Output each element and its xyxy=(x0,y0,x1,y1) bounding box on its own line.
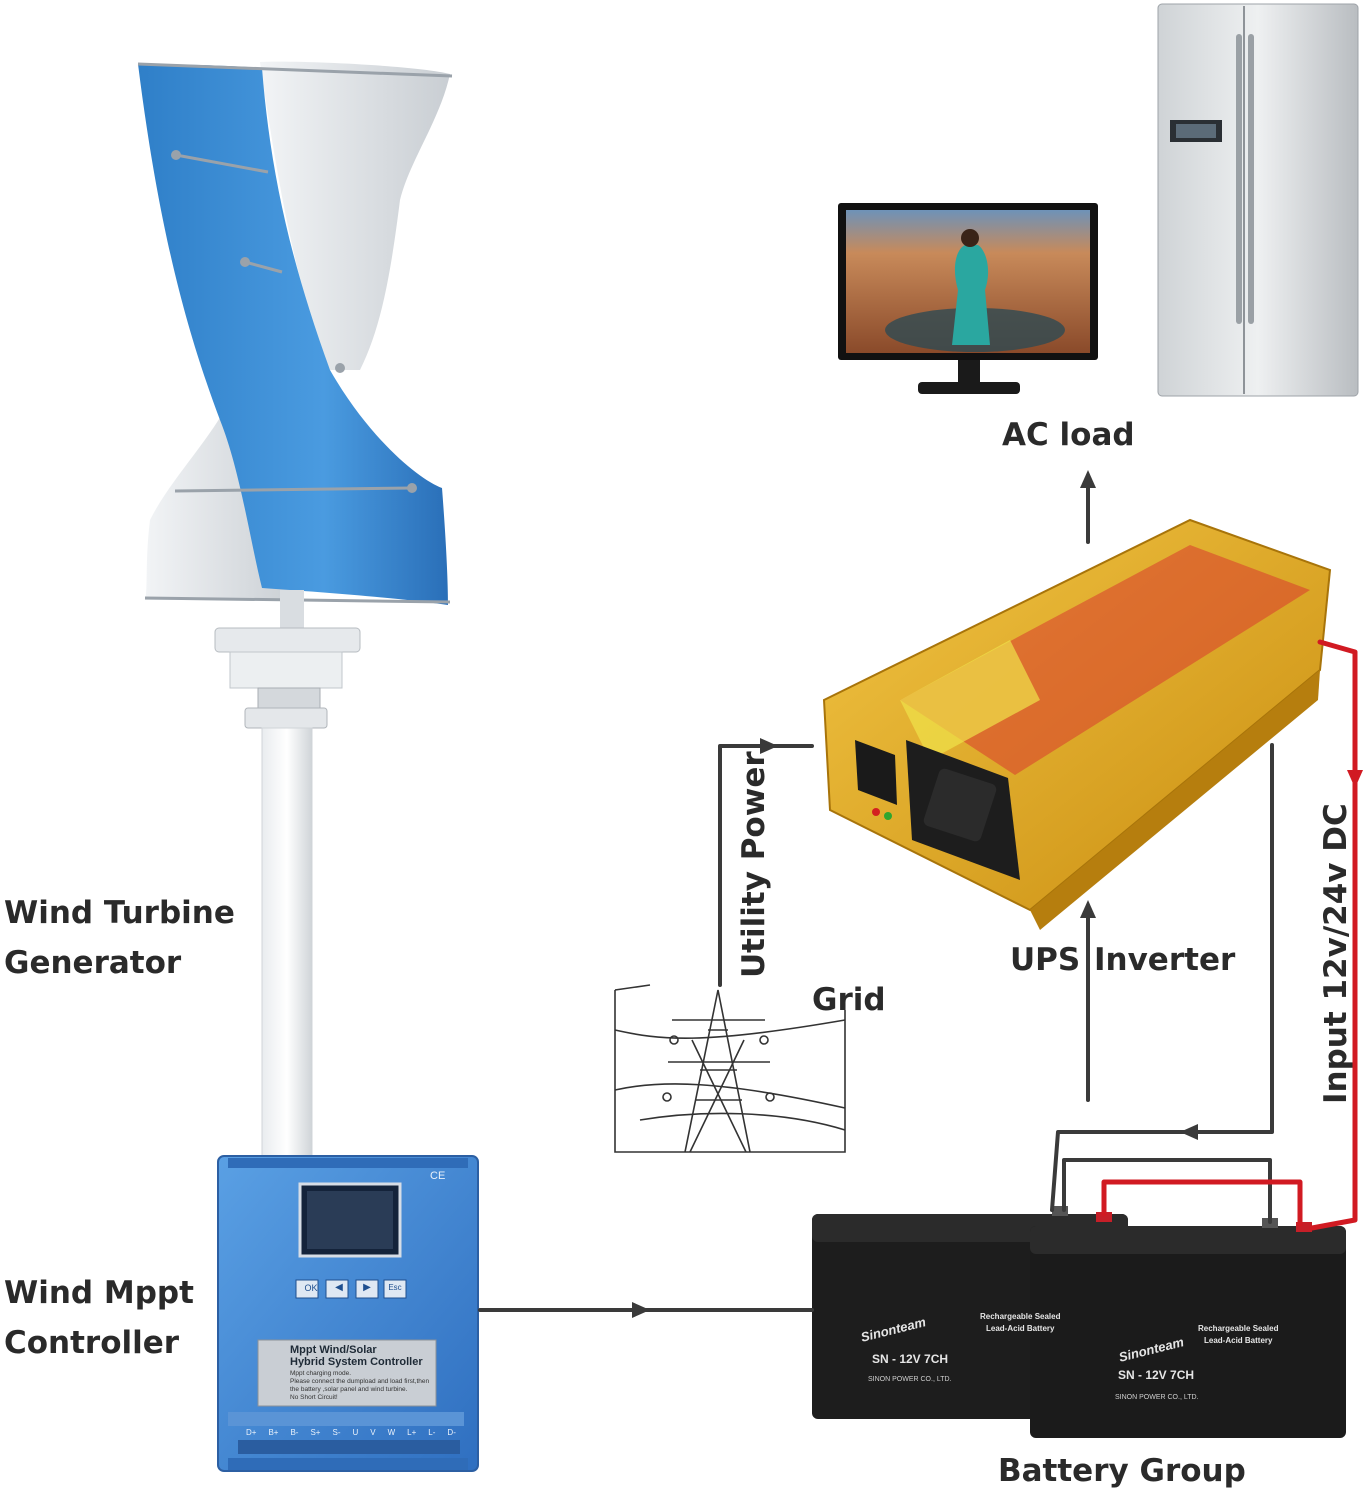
left-button: ◀ xyxy=(335,1282,343,1293)
wire-utility-power xyxy=(718,744,814,987)
battery2-maker: SINON POWER CO., LTD. xyxy=(1115,1394,1199,1401)
utility-power-label: Utility Power xyxy=(736,751,772,978)
wind-turbine-label-line1: Wind Turbine xyxy=(4,895,235,931)
battery1-type-2: Lead-Acid Battery xyxy=(986,1324,1055,1333)
mppt-controller-image xyxy=(217,1155,479,1472)
battery-group-image xyxy=(812,1206,1346,1438)
refrigerator-image xyxy=(1157,3,1359,397)
ac-load-label: AC load xyxy=(1002,417,1135,453)
arrow-inverter-return xyxy=(1180,1124,1198,1140)
inverter-label: Inverter xyxy=(1094,942,1236,978)
terminal-label: U xyxy=(352,1428,359,1437)
controller-note-1: Mppt charging mode. xyxy=(290,1370,352,1377)
battery-group-label: Battery Group xyxy=(998,1453,1246,1489)
input-dc-label: Input 12v/24v DC xyxy=(1318,803,1354,1104)
battery1-maker: SINON POWER CO., LTD. xyxy=(868,1376,952,1383)
terminal-label: B- xyxy=(290,1428,299,1437)
ok-button: OK xyxy=(304,1283,318,1293)
terminal-label: W xyxy=(387,1428,396,1437)
wire-inverter-to-battery xyxy=(1050,743,1274,1212)
controller-note-4: No Short Circuit! xyxy=(290,1394,338,1401)
esc-button: Esc xyxy=(388,1283,402,1292)
grid-label: Grid xyxy=(812,982,886,1018)
inverter-image xyxy=(822,518,1332,930)
monitor-image xyxy=(838,203,1098,394)
terminal-label: D+ xyxy=(246,1428,257,1437)
controller-note-3: the battery ,solar panel and wind turbin… xyxy=(290,1386,408,1393)
arrow-utility-power xyxy=(760,738,778,754)
terminal-label: D- xyxy=(447,1428,456,1437)
terminal-label: B+ xyxy=(268,1428,279,1437)
ups-label: UPS xyxy=(1010,942,1081,978)
terminal-label: S+ xyxy=(310,1428,321,1437)
right-button: ▶ xyxy=(363,1282,371,1293)
controller-panel-title-2: Hybrid System Controller xyxy=(290,1356,423,1368)
battery1-model: SN - 12V 7CH xyxy=(872,1352,949,1366)
terminal-label: L+ xyxy=(407,1428,417,1437)
controller-label-line2: Controller xyxy=(4,1325,180,1361)
grid-tower-image xyxy=(614,984,846,1153)
battery2-type-1: Rechargeable Sealed xyxy=(1198,1324,1279,1333)
controller-note-2: Please connect the dumpload and load fir… xyxy=(290,1378,430,1385)
controller-label-line1: Wind Mppt xyxy=(4,1275,194,1311)
arrow-ups xyxy=(1080,900,1096,918)
arrow-ac-load xyxy=(1080,470,1096,488)
arrow-controller-to-battery xyxy=(632,1302,650,1318)
terminal-strip: D+ B+ B- S+ S- U V W L+ L- D- xyxy=(246,1428,456,1440)
battery2-type-2: Lead-Acid Battery xyxy=(1204,1336,1273,1345)
arrow-dc-input xyxy=(1347,770,1363,788)
battery1-type-1: Rechargeable Sealed xyxy=(980,1312,1061,1321)
terminal-label: V xyxy=(370,1428,376,1437)
battery2-model: SN - 12V 7CH xyxy=(1118,1368,1195,1382)
wire-dc-input xyxy=(1309,639,1358,1231)
terminal-label: S- xyxy=(332,1428,341,1437)
wiring xyxy=(478,470,1363,1318)
terminal-label: L- xyxy=(428,1428,436,1437)
ce-mark: CE xyxy=(430,1170,446,1182)
controller-panel-title-1: Mppt Wind/Solar xyxy=(290,1344,377,1356)
wind-turbine-label-line2: Generator xyxy=(4,945,182,981)
wind-turbine-image xyxy=(137,61,453,1159)
